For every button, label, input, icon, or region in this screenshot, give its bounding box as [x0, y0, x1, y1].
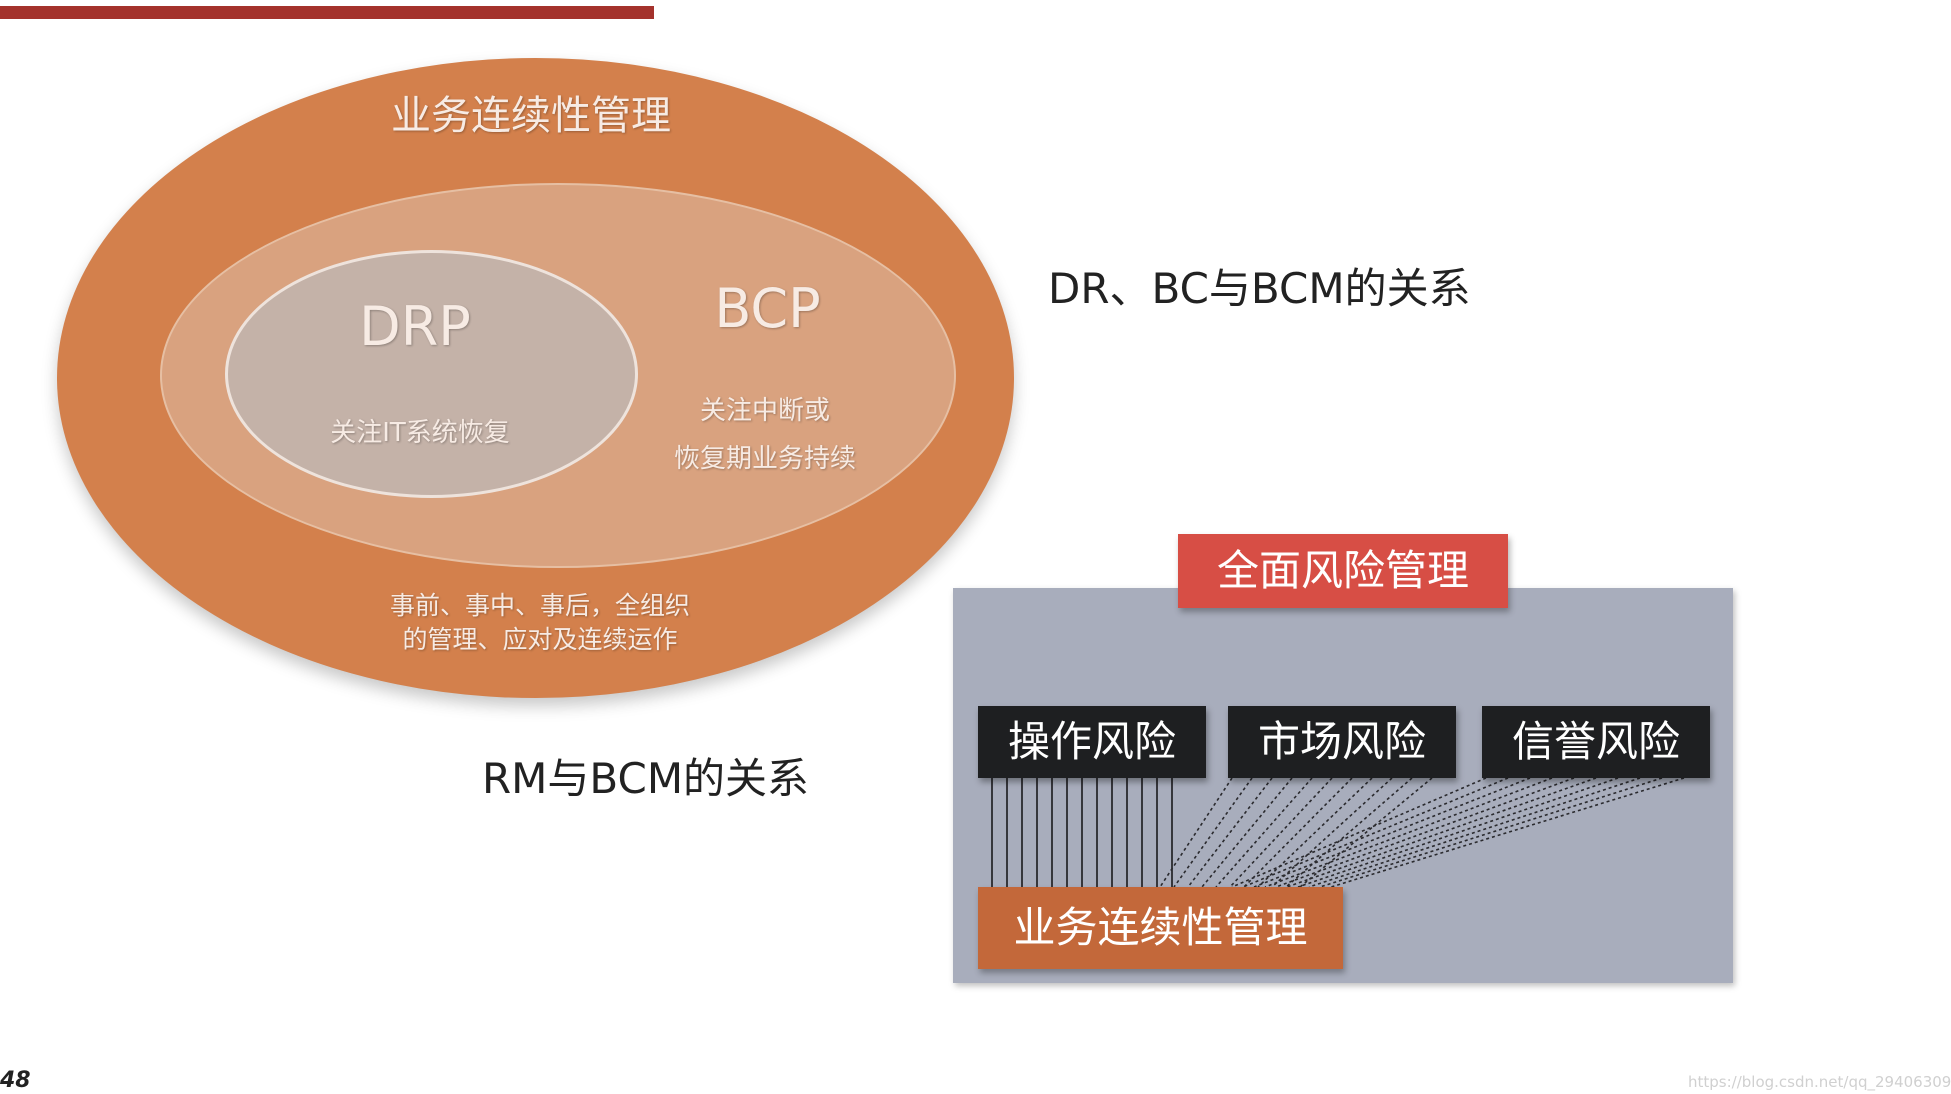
- market-risk-box: 市场风险: [1228, 706, 1456, 778]
- top-accent-bar: [0, 6, 654, 19]
- drp-description: 关注IT系统恢复: [330, 418, 510, 448]
- bcp-description-line: 关注中断或: [699, 396, 830, 426]
- dr-bc-bcm-heading: DR、BC与BCM的关系: [1048, 264, 1471, 313]
- bcm-description-line: 的管理、应对及连续运作: [402, 625, 678, 654]
- reputation-risk-box: 信誉风险: [1482, 706, 1710, 778]
- rm-bcm-heading: RM与BCM的关系: [482, 754, 810, 803]
- bcm-description-line: 事前、事中、事后，全组织: [389, 591, 690, 620]
- watermark: https://blog.csdn.net/qq_29406309: [1688, 1073, 1951, 1091]
- bcm-outer-label: 业务连续性管理: [391, 93, 671, 139]
- erm-box: 全面风险管理: [1178, 534, 1508, 608]
- bcp-description-line: 恢复期业务持续: [673, 444, 856, 474]
- page-number: 48: [0, 1068, 31, 1093]
- drp-label: DRP: [359, 295, 471, 358]
- drp-inner-ellipse: [225, 250, 638, 498]
- bcp-label: BCP: [714, 277, 821, 340]
- bcm-box: 业务连续性管理: [978, 887, 1343, 969]
- operational-risk-box: 操作风险: [978, 706, 1206, 778]
